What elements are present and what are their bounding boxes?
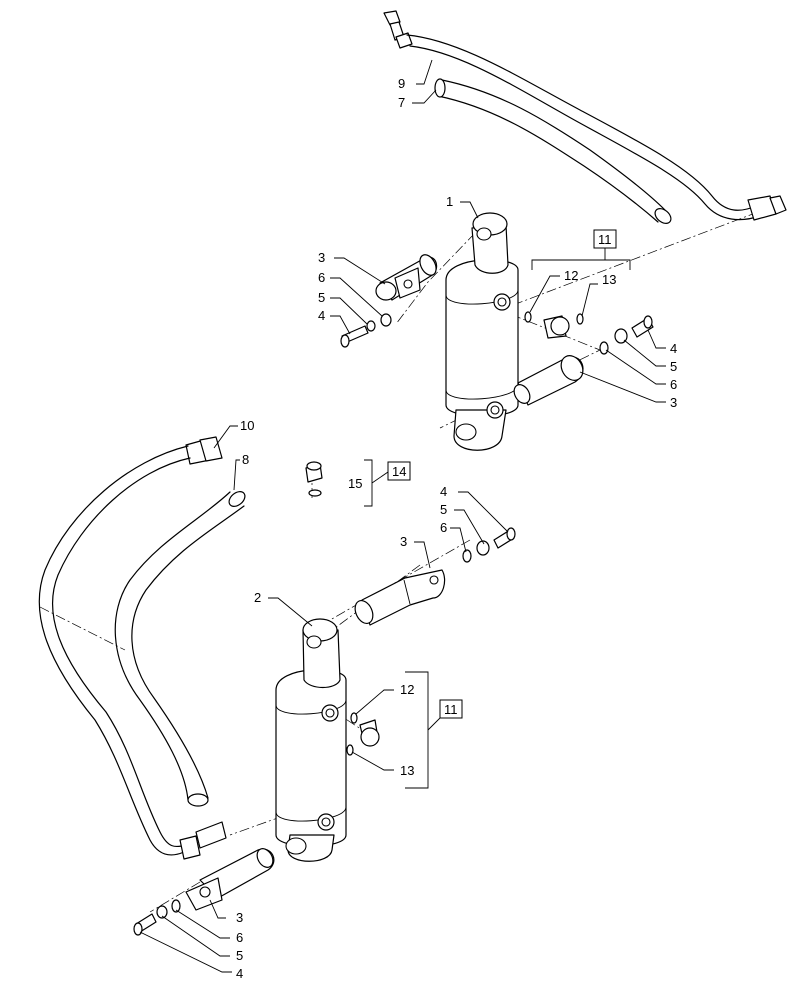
boxed-callout-11-lower: 11 — [439, 699, 463, 719]
fitting-lower — [346, 712, 380, 756]
svg-text:14: 14 — [392, 464, 406, 479]
callout-6-lower-mid: 6 — [440, 520, 447, 535]
callout-12-upper: 12 — [564, 268, 578, 283]
callout-12-lower: 12 — [400, 682, 414, 697]
washers-lower-mid — [462, 527, 516, 563]
plug-15 — [305, 461, 323, 497]
pin-bottom — [185, 848, 275, 911]
pin-upper-right — [513, 355, 584, 406]
callout-7: 7 — [398, 95, 405, 110]
callout-labels: 9 7 1 3 6 5 4 12 13 4 5 6 3 10 8 15 4 5 … — [236, 76, 677, 981]
callout-2: 2 — [254, 590, 261, 605]
pin-upper-left — [375, 254, 438, 301]
kit-bracket-11-lower — [405, 671, 441, 789]
callout-4-upper-right: 4 — [670, 341, 677, 356]
fitting-upper — [524, 311, 584, 339]
svg-text:11: 11 — [444, 702, 458, 717]
boxed-callout-14: 14 — [387, 461, 411, 481]
callout-6-upper-right: 6 — [670, 377, 677, 392]
washers-upper-left — [340, 313, 392, 348]
callout-10: 10 — [240, 418, 254, 433]
hose-7 — [434, 78, 672, 224]
callout-1: 1 — [446, 194, 453, 209]
callout-6-upper-left: 6 — [318, 270, 325, 285]
callout-3-upper-right: 3 — [670, 395, 677, 410]
callout-5-upper-right: 5 — [670, 359, 677, 374]
callout-8: 8 — [242, 452, 249, 467]
hose-9 — [383, 10, 787, 221]
pin-lower-mid — [354, 569, 446, 626]
hose-10 — [38, 436, 227, 860]
callout-3-lower-mid: 3 — [400, 534, 407, 549]
kit-bracket-14 — [364, 459, 389, 507]
callout-5-bottom: 5 — [236, 948, 243, 963]
leader-lines — [139, 59, 666, 973]
washers-bottom — [133, 899, 181, 936]
callout-5-lower-mid: 5 — [440, 502, 447, 517]
callout-3-bottom: 3 — [236, 910, 243, 925]
kit-bracket-11-upper — [531, 248, 631, 270]
callout-13-upper: 13 — [602, 272, 616, 287]
callout-6-bottom: 6 — [236, 930, 243, 945]
cylinder-1 — [445, 212, 519, 451]
callout-13-lower: 13 — [400, 763, 414, 778]
callout-3-upper-left: 3 — [318, 250, 325, 265]
callout-4-bottom: 4 — [236, 966, 243, 981]
svg-text:11: 11 — [598, 232, 612, 247]
callout-15: 15 — [348, 476, 362, 491]
boxed-callout-11-upper: 11 — [593, 229, 617, 249]
callout-4-upper-left: 4 — [318, 308, 325, 323]
hose-8 — [114, 491, 246, 807]
cylinder-2 — [275, 618, 347, 862]
callout-9: 9 — [398, 76, 405, 91]
callout-4-lower-mid: 4 — [440, 484, 447, 499]
washers-upper-right — [599, 315, 654, 355]
callout-5-upper-left: 5 — [318, 290, 325, 305]
